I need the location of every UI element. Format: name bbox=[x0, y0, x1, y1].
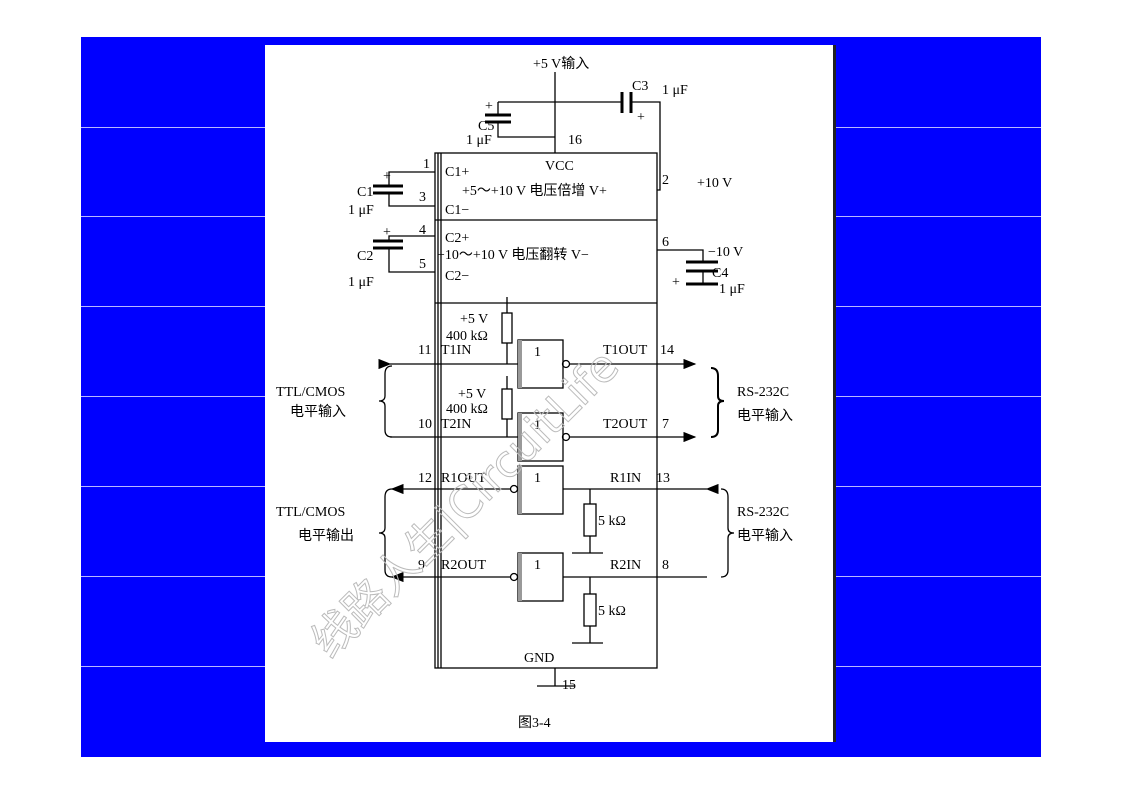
pin-14: 14 bbox=[660, 343, 674, 358]
inverter-label: −10～+10 V 电压翻转 V− bbox=[437, 247, 589, 263]
pin-11: 11 bbox=[418, 343, 431, 358]
pullup-resistors bbox=[501, 297, 513, 437]
pin-3: 3 bbox=[419, 190, 426, 205]
gnd-label: GND bbox=[524, 651, 554, 666]
c5-name: C5 bbox=[478, 119, 494, 134]
doubler-label: +5～+10 V 电压倍增 V+ bbox=[462, 183, 607, 199]
pin-5: 5 bbox=[419, 257, 426, 272]
pin-6: 6 bbox=[662, 235, 669, 250]
pin-9: 9 bbox=[418, 558, 425, 573]
vcc-label: VCC bbox=[545, 159, 574, 174]
doubler-output: +10 V bbox=[697, 176, 732, 191]
pullup-resistance-2: 400 kΩ bbox=[446, 402, 488, 417]
c2-name: C2 bbox=[357, 249, 373, 264]
ground-symbol bbox=[537, 668, 575, 687]
pin-8: 8 bbox=[662, 558, 669, 573]
svg-text:1: 1 bbox=[534, 418, 541, 433]
c2-minus-label: C2− bbox=[445, 269, 469, 284]
rs232-lower-line2: 电平输入 bbox=[737, 528, 793, 544]
ttl-output-line2: 电平输出 bbox=[298, 528, 354, 544]
ttl-output-line1: TTL/CMOS bbox=[276, 505, 345, 520]
capacitor-c4: + bbox=[657, 249, 718, 290]
ttl-input-line1: TTL/CMOS bbox=[276, 385, 345, 400]
pin-16: 16 bbox=[568, 133, 582, 148]
figure-caption: 图3-4 bbox=[518, 716, 551, 731]
r2-in-label: R2IN bbox=[610, 558, 641, 573]
ttl-input-line2: 电平输入 bbox=[290, 404, 346, 420]
pin-15: 15 bbox=[562, 678, 576, 693]
capacitor-c1: + bbox=[373, 169, 435, 207]
svg-text:1: 1 bbox=[534, 558, 541, 573]
svg-text:+: + bbox=[637, 110, 645, 125]
t2-out-label: T2OUT bbox=[603, 417, 648, 432]
c1-name: C1 bbox=[357, 185, 373, 200]
c4-value: 1 μF bbox=[719, 282, 745, 297]
t1-out-label: T1OUT bbox=[603, 343, 648, 358]
pullup-voltage-1: +5 V bbox=[460, 312, 488, 327]
inverter-output: −10 V bbox=[708, 245, 743, 260]
c4-name: C4 bbox=[712, 266, 728, 281]
pin-4: 4 bbox=[419, 223, 426, 238]
pullup-voltage-2: +5 V bbox=[458, 387, 486, 402]
svg-text:+: + bbox=[383, 225, 391, 240]
svg-text:+: + bbox=[383, 169, 391, 184]
r1-out-label: R1OUT bbox=[441, 471, 487, 486]
supply-input-label: +5 V输入 bbox=[533, 56, 589, 72]
rs232-lower-line1: RS-232C bbox=[737, 505, 789, 520]
c2-plus-label: C2+ bbox=[445, 231, 469, 246]
braces bbox=[378, 365, 735, 578]
capacitor-c5: + bbox=[485, 99, 555, 138]
c5-value: 1 μF bbox=[466, 133, 492, 148]
pin-13: 13 bbox=[656, 471, 670, 486]
svg-text:1: 1 bbox=[534, 471, 541, 486]
rs232-upper-line1: RS-232C bbox=[737, 385, 789, 400]
svg-text:+: + bbox=[672, 275, 680, 290]
c2-value: 1 μF bbox=[348, 275, 374, 290]
t1-in-label: T1IN bbox=[441, 343, 471, 358]
c3-value: 1 μF bbox=[662, 83, 688, 98]
c3-name: C3 bbox=[632, 79, 648, 94]
c1-minus-label: C1− bbox=[445, 203, 469, 218]
c1-value: 1 μF bbox=[348, 203, 374, 218]
r1-in-label: R1IN bbox=[610, 471, 641, 486]
pulldown-resistance-2: 5 kΩ bbox=[598, 604, 626, 619]
driver-gates: 11 bbox=[378, 339, 697, 462]
capacitor-c2: + bbox=[373, 225, 435, 273]
pin-12: 12 bbox=[418, 471, 432, 486]
svg-text:+: + bbox=[485, 99, 493, 114]
pin-1: 1 bbox=[423, 157, 430, 172]
pulldown-resistance-1: 5 kΩ bbox=[598, 514, 626, 529]
receiver-gates: 11 bbox=[390, 465, 719, 644]
capacitor-c3: + bbox=[498, 92, 661, 191]
chip-body bbox=[434, 152, 658, 669]
circuit-figure bbox=[265, 45, 836, 742]
pin-2: 2 bbox=[662, 173, 669, 188]
svg-text:1: 1 bbox=[534, 345, 541, 360]
t2-in-label: T2IN bbox=[441, 417, 471, 432]
r2-out-label: R2OUT bbox=[441, 558, 487, 573]
pin-10: 10 bbox=[418, 417, 432, 432]
rs232-upper-line2: 电平输入 bbox=[737, 408, 793, 424]
pullup-resistance-1: 400 kΩ bbox=[446, 329, 488, 344]
pin-7: 7 bbox=[662, 417, 669, 432]
c1-plus-label: C1+ bbox=[445, 165, 469, 180]
